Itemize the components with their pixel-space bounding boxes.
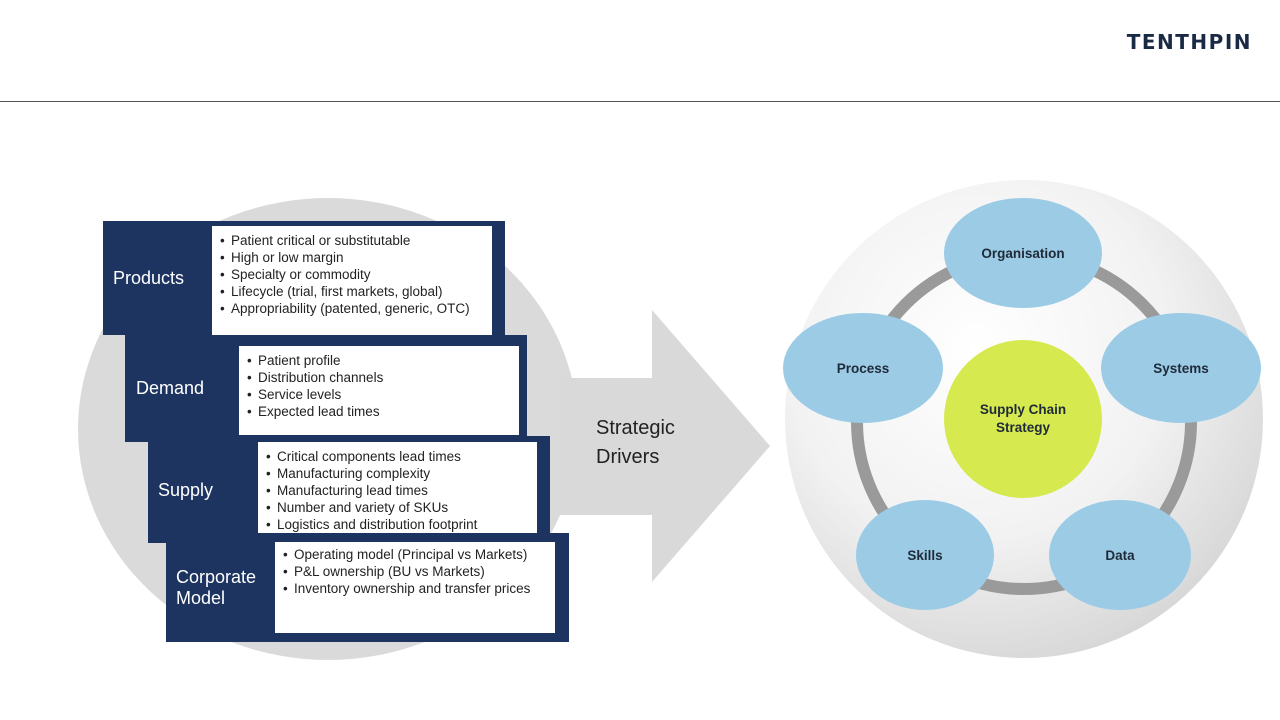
bullet-item: Appropriability (patented, generic, OTC): [220, 300, 484, 317]
bullet-item: Inventory ownership and transfer prices: [283, 580, 547, 597]
driver-card-bullets: Operating model (Principal vs Markets) P…: [275, 542, 555, 633]
driver-card-bullets: Patient profile Distribution channels Se…: [239, 346, 519, 435]
bullet-item: Patient profile: [247, 352, 511, 369]
driver-card-corporate-model: Corporate Model Operating model (Princip…: [166, 533, 569, 642]
center-node-label: Supply Chain Strategy: [979, 402, 1067, 435]
driver-card-products: Products Patient critical or substitutab…: [103, 221, 505, 335]
bullet-item: Patient critical or substitutable: [220, 232, 484, 249]
driver-card-title: Products: [113, 268, 185, 288]
bullet-item: Critical components lead times: [266, 448, 529, 465]
driver-card-title: Demand: [136, 378, 205, 398]
bullet-item: Lifecycle (trial, first markets, global): [220, 283, 484, 300]
bullet-item: Number and variety of SKUs: [266, 499, 529, 516]
bullet-item: Expected lead times: [247, 403, 511, 420]
node-organisation: Organisation: [944, 198, 1102, 308]
bullet-item: Distribution channels: [247, 369, 511, 386]
node-data: Data: [1049, 500, 1191, 610]
bullet-item: High or low margin: [220, 249, 484, 266]
node-systems: Systems: [1101, 313, 1261, 423]
header-divider: [0, 101, 1280, 102]
bullet-item: Manufacturing complexity: [266, 465, 529, 482]
bullet-item: Manufacturing lead times: [266, 482, 529, 499]
tenthpin-logo: TENTHPIN: [1126, 30, 1252, 54]
bullet-item: Specialty or commodity: [220, 266, 484, 283]
driver-card-title: Supply: [158, 480, 214, 500]
strategic-drivers-arrow: [560, 310, 770, 582]
bullet-item: Service levels: [247, 386, 511, 403]
node-skills: Skills: [856, 500, 994, 610]
driver-card-title: Corporate Model: [176, 567, 257, 608]
driver-card-bullets: Patient critical or substitutable High o…: [212, 226, 492, 335]
strategic-drivers-label: Strategic Drivers: [596, 417, 675, 468]
bullet-item: Logistics and distribution footprint: [266, 516, 529, 533]
driver-card-demand: Demand Patient profile Distribution chan…: [125, 335, 527, 442]
driver-card-bullets: Critical components lead times Manufactu…: [258, 442, 537, 534]
bullet-item: P&L ownership (BU vs Markets): [283, 563, 547, 580]
node-supply-chain-strategy: Supply Chain Strategy: [944, 340, 1102, 498]
node-process: Process: [783, 313, 943, 423]
bullet-item: Operating model (Principal vs Markets): [283, 546, 547, 563]
driver-card-supply: Supply Critical components lead times Ma…: [148, 436, 550, 543]
